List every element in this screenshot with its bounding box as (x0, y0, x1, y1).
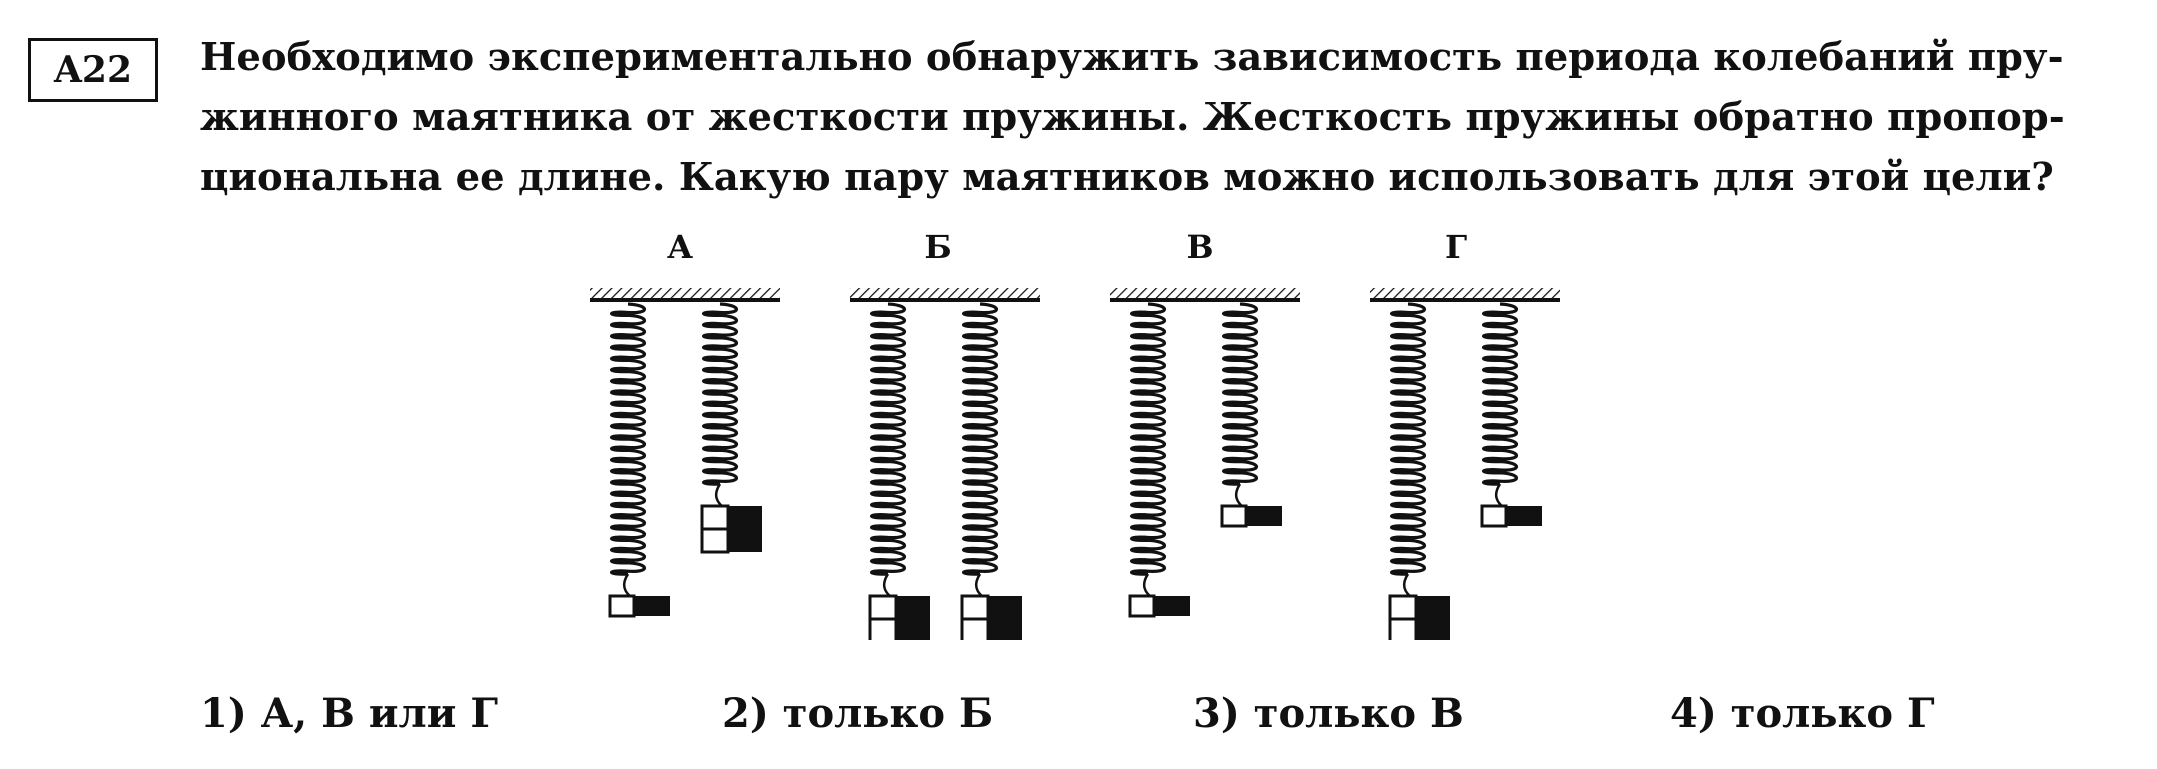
panel-label: Б (924, 228, 951, 266)
large-weight-dark (896, 596, 930, 640)
spring-long (1389, 302, 1427, 576)
answer-option-4[interactable]: 4) только Г (1670, 690, 1935, 737)
pendulum-panel-1: А (590, 228, 780, 618)
ceiling-hatch (1110, 288, 1300, 300)
ceiling-hatch (850, 288, 1040, 300)
spring-long (961, 302, 999, 576)
panel-label: В (1186, 228, 1213, 266)
answer-option-2[interactable]: 2) только Б (722, 690, 994, 737)
question-line-3: циональна ее длине. Какую пару маятников… (200, 155, 2054, 200)
answer-option-1[interactable]: 1) А, В или Г (200, 690, 498, 737)
answer-option-3[interactable]: 3) только В (1193, 690, 1464, 737)
spring-long (1129, 302, 1167, 576)
spring-short (1221, 302, 1259, 486)
spring-long (869, 302, 907, 576)
question-line-1: Необходимо экспериментально обнаружить з… (200, 35, 2064, 80)
large-weight-dark (1416, 596, 1450, 640)
large-weight-dark (988, 596, 1022, 640)
spring-short (701, 302, 739, 486)
small-weight-dark (1506, 506, 1542, 526)
small-weight-dark (1154, 596, 1190, 616)
question-number: A22 (53, 49, 133, 91)
question-text: Необходимо экспериментально обнаружить з… (200, 28, 2140, 208)
spring-pendulums-figure: А Б В Г (590, 228, 1560, 640)
spring-long (609, 302, 647, 576)
small-weight-light (1480, 504, 1508, 528)
spring-short (1481, 302, 1519, 486)
panel-label: Г (1445, 228, 1467, 266)
ceiling-hatch (590, 288, 780, 300)
small-weight-light (608, 594, 636, 618)
small-weight-dark (634, 596, 670, 616)
small-weight-light (1220, 504, 1248, 528)
pendulum-panel-2: Б (850, 228, 1040, 640)
pendulum-panel-4: Г (1370, 228, 1560, 640)
small-weight-light (1128, 594, 1156, 618)
panel-label: А (667, 228, 693, 266)
ceiling-hatch (1370, 288, 1560, 300)
question-line-2: жинного маятника от жесткости пружины. Ж… (200, 95, 2065, 140)
pendulum-panel-3: В (1110, 228, 1300, 618)
small-weight-dark (1246, 506, 1282, 526)
question-number-box: A22 (28, 38, 158, 102)
large-weight-dark (728, 506, 762, 552)
